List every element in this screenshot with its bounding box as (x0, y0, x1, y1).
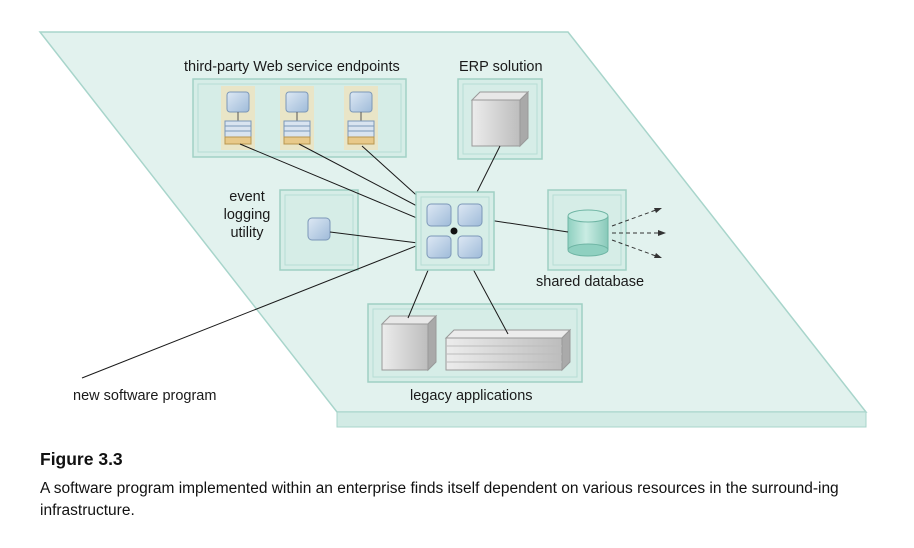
label-event-logging-line-2: logging (223, 207, 271, 223)
label-new-program: new software program (73, 388, 217, 404)
label-legacy: legacy applications (410, 388, 533, 404)
erp-server-box (470, 90, 530, 148)
architecture-diagram (38, 31, 868, 428)
web-service-endpoint-2 (280, 86, 314, 150)
figure-title: Figure 3.3 (40, 449, 123, 469)
database-cylinder-icon (567, 209, 609, 257)
label-web-services: third-party Web service endpoints (184, 59, 400, 75)
program-anchor-dot (450, 227, 458, 235)
label-event-logging: event logging utility (218, 188, 276, 242)
figure-caption: A software program implemented within an… (40, 480, 839, 519)
web-service-endpoint-3 (344, 86, 378, 150)
label-event-logging-line-1: event (229, 189, 265, 205)
arrowheads (654, 208, 666, 258)
legacy-mainframe-box (444, 328, 572, 372)
new-software-program (415, 191, 495, 271)
infrastructure-plane-edge (336, 411, 867, 428)
label-erp: ERP solution (459, 59, 543, 75)
event-logging-component (307, 217, 331, 241)
shared-database-container (547, 189, 627, 271)
legacy-server-box (380, 314, 438, 372)
database-outbound-arrows (611, 209, 660, 257)
label-shared-database: shared database (536, 274, 645, 290)
web-service-endpoint-1 (221, 86, 255, 150)
label-event-logging-line-3: utility (230, 225, 264, 241)
connector-lines (81, 143, 569, 379)
